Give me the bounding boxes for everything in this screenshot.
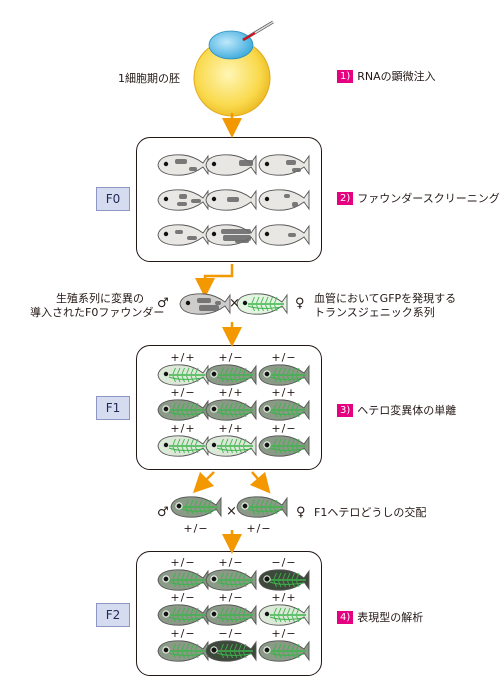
f2-fish-3 bbox=[258, 569, 310, 591]
arrow-f0-to-founder bbox=[195, 264, 234, 298]
f1-genotype-2: +/− bbox=[218, 351, 244, 364]
f1-fish-8 bbox=[205, 435, 257, 457]
f2-fish-5 bbox=[205, 604, 257, 626]
f2-genotype-7: +/− bbox=[170, 627, 196, 640]
one-cell-embryo bbox=[193, 30, 271, 117]
founder-label-line2: 導入されたF0ファウンダー bbox=[30, 306, 165, 319]
f2-fish-1 bbox=[157, 569, 209, 591]
mosaic-founder-fish bbox=[179, 293, 231, 315]
male-symbol-founder: ♂ bbox=[157, 296, 169, 311]
cross-symbol-f1: × bbox=[226, 504, 237, 519]
step-1: 1) RNAの顕微注入 bbox=[337, 70, 436, 83]
f1-genotype-5: +/+ bbox=[218, 386, 244, 399]
f2-genotype-8: −/− bbox=[218, 627, 244, 640]
f0-founder-fish-4 bbox=[157, 189, 209, 211]
f2-fish-8 bbox=[205, 640, 257, 662]
f1-genotype-1: +/+ bbox=[170, 351, 196, 364]
generation-f1-label: F1 bbox=[96, 396, 130, 420]
f1-fish-1 bbox=[157, 364, 209, 386]
f2-genotype-4: +/− bbox=[170, 591, 196, 604]
step-4-number: 4) bbox=[337, 611, 354, 624]
f0-founder-fish-9 bbox=[258, 224, 310, 246]
f0-founder-fish-3 bbox=[258, 154, 310, 176]
f1-fish-9 bbox=[258, 435, 310, 457]
step-4: 4) 表現型の解析 bbox=[337, 611, 423, 624]
f1-fish-2 bbox=[205, 364, 257, 386]
f0-founder-fish-1 bbox=[157, 154, 209, 176]
transgenic-label-line1: 血管においてGFPを発現する bbox=[314, 292, 457, 305]
f1-genotype-3: +/− bbox=[271, 351, 297, 364]
f2-fish-2 bbox=[205, 569, 257, 591]
step-3-number: 3) bbox=[337, 404, 354, 417]
step-2: 2) ファウンダースクリーニング bbox=[337, 192, 500, 205]
f2-fish-7 bbox=[157, 640, 209, 662]
cross-symbol-founder: × bbox=[229, 296, 240, 311]
f1-genotype-9: +/− bbox=[271, 422, 297, 435]
f2-genotype-6: +/+ bbox=[271, 591, 297, 604]
f1-genotype-4: +/− bbox=[170, 386, 196, 399]
transgenic-gfp-fish bbox=[236, 293, 288, 315]
arrow-f1-to-parent1 bbox=[192, 471, 215, 494]
step-2-text: ファウンダースクリーニング bbox=[357, 192, 500, 205]
f0-founder-fish-8 bbox=[205, 224, 257, 246]
f1-genotype-7: +/+ bbox=[170, 422, 196, 435]
f2-fish-9 bbox=[258, 640, 310, 662]
f1-het-parent-1 bbox=[170, 496, 222, 518]
step-3: 3) ヘテロ変異体の単離 bbox=[337, 404, 456, 417]
generation-f0-label: F0 bbox=[96, 187, 130, 211]
f1-fish-6 bbox=[258, 399, 310, 421]
transgenic-label-line2: トランスジェニック系列 bbox=[314, 306, 435, 319]
f1-fish-4 bbox=[157, 399, 209, 421]
step-4-text: 表現型の解析 bbox=[357, 611, 424, 624]
f2-genotype-5: +/− bbox=[218, 591, 244, 604]
f2-genotype-9: +/− bbox=[271, 627, 297, 640]
step-3-text: ヘテロ変異体の単離 bbox=[357, 404, 457, 417]
fish-layer bbox=[157, 154, 310, 662]
f2-fish-4 bbox=[157, 604, 209, 626]
step-1-text: RNAの顕微注入 bbox=[357, 70, 436, 83]
f1-cross-label: F1ヘテロどうしの交配 bbox=[314, 506, 427, 519]
f2-genotype-2: +/− bbox=[218, 556, 244, 569]
female-symbol-f1-cross: ♀ bbox=[296, 505, 306, 520]
parent-1-genotype: +/− bbox=[183, 522, 209, 535]
female-symbol-transgenic: ♀ bbox=[295, 296, 305, 311]
f2-genotype-1: +/− bbox=[170, 556, 196, 569]
f1-fish-3 bbox=[258, 364, 310, 386]
generation-f2-label: F2 bbox=[96, 603, 130, 627]
arrow-f1-to-parent2 bbox=[249, 471, 271, 494]
f1-fish-7 bbox=[157, 435, 209, 457]
parent-2-genotype: +/− bbox=[246, 522, 272, 535]
f0-founder-fish-7 bbox=[157, 224, 209, 246]
injection-needle-icon bbox=[242, 20, 274, 42]
f2-fish-6 bbox=[258, 604, 310, 626]
f0-founder-fish-5 bbox=[205, 189, 257, 211]
f1-genotype-6: +/+ bbox=[271, 386, 297, 399]
f1-genotype-8: +/+ bbox=[218, 422, 244, 435]
f1-het-parent-2 bbox=[236, 496, 288, 518]
step-2-number: 2) bbox=[337, 192, 354, 205]
f2-genotype-3: −/− bbox=[271, 556, 297, 569]
founder-label-line1: 生殖系列に変異の bbox=[56, 292, 144, 305]
f0-founder-fish-2 bbox=[205, 154, 257, 176]
f0-founder-fish-6 bbox=[258, 189, 310, 211]
embryo-label: 1細胞期の胚 bbox=[118, 72, 180, 85]
male-symbol-f1-cross: ♂ bbox=[157, 505, 169, 520]
step-1-number: 1) bbox=[337, 70, 354, 83]
f1-fish-5 bbox=[205, 399, 257, 421]
